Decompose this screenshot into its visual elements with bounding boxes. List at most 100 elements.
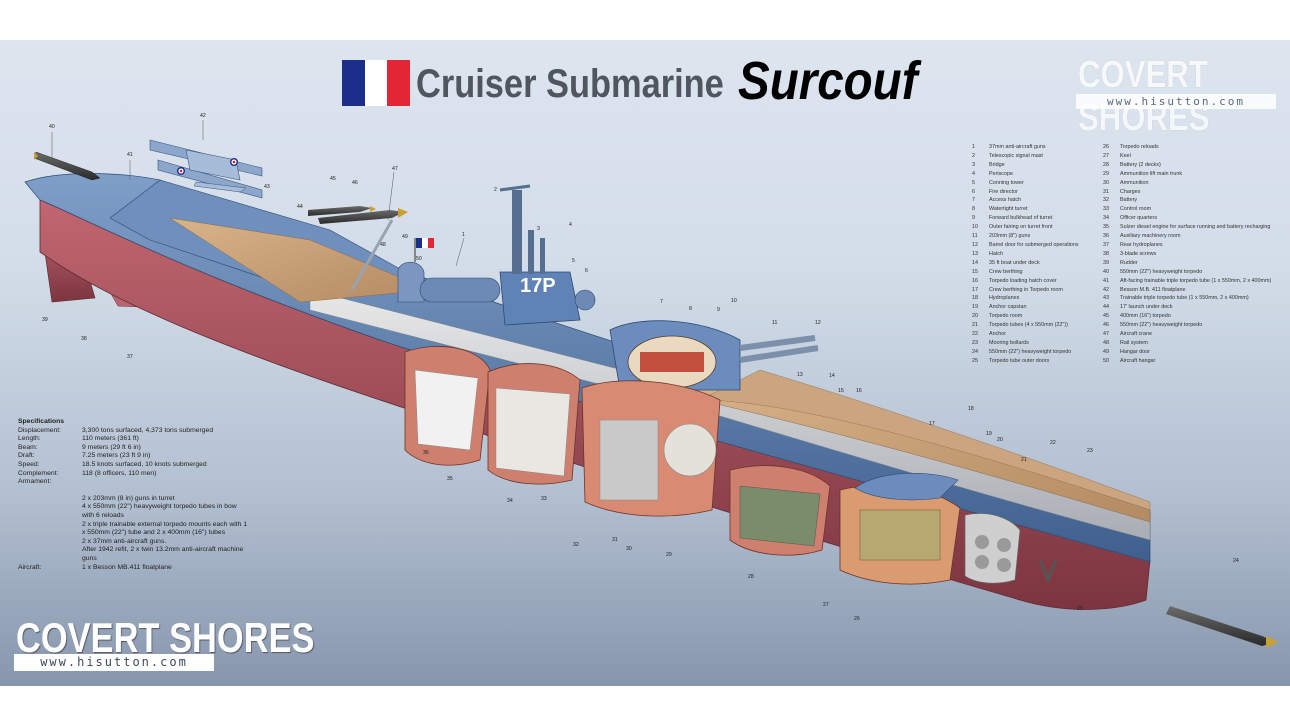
legend-text: 3-blade screws bbox=[1120, 250, 1157, 257]
legend-number: 34 bbox=[1103, 215, 1109, 222]
callout-label: 7 bbox=[660, 299, 663, 305]
callout-label: 42 bbox=[200, 113, 206, 119]
spec-row: Draft:7.25 meters (23 ft 9 in) bbox=[18, 452, 248, 461]
spec-row: Length:110 meters (361 ft) bbox=[18, 435, 248, 444]
callout-label: 48 bbox=[380, 242, 386, 248]
legend-text: 35 ft boat under deck bbox=[989, 259, 1040, 266]
callout-label: 14 bbox=[829, 373, 835, 379]
legend-number: 16 bbox=[972, 277, 978, 284]
flag-white-band bbox=[364, 60, 388, 106]
legend-number: 19 bbox=[972, 304, 978, 311]
spec-value bbox=[82, 478, 248, 487]
callout-label: 11 bbox=[772, 320, 777, 326]
aircraft-hangar bbox=[397, 261, 501, 303]
callout-label: 20 bbox=[997, 437, 1003, 443]
callout-layer: 40 41 42 43 44 45 46 47 48 49 50 1 2 3 4… bbox=[42, 113, 1239, 622]
spec-row: Armament: bbox=[18, 478, 248, 487]
torpedo-46 bbox=[318, 208, 408, 224]
spec-key: Armament: bbox=[18, 478, 52, 486]
legend-text: Hangar door bbox=[1120, 348, 1150, 355]
legend-number: 1 bbox=[972, 144, 975, 150]
callout-label: 49 bbox=[402, 234, 408, 240]
spec-key: Complement: bbox=[18, 469, 59, 477]
legend-text: Charges bbox=[1120, 188, 1141, 195]
legend-number: 29 bbox=[1103, 170, 1109, 177]
flag-blue-band bbox=[342, 60, 365, 106]
legend-item: 31 Charges bbox=[1103, 188, 1253, 197]
legend-number: 30 bbox=[1103, 179, 1109, 186]
callout-label: 4 bbox=[569, 222, 572, 228]
legend-number: 17 bbox=[972, 286, 978, 293]
callout-label: 44 bbox=[297, 204, 303, 210]
legend-number: 21 bbox=[972, 322, 978, 329]
specs-rows: Displacement:3,300 tons surfaced, 4,373 … bbox=[18, 427, 248, 487]
callout-label: 28 bbox=[748, 574, 754, 580]
spec-value: 9 meters (29 ft 6 in) bbox=[82, 443, 141, 451]
legend-number: 13 bbox=[972, 250, 978, 257]
aircraft-crane bbox=[350, 219, 394, 291]
callout-label: 17 bbox=[929, 421, 935, 427]
callout-label: 21 bbox=[1021, 457, 1027, 463]
specifications-panel: Specifications Displacement:3,300 tons s… bbox=[18, 418, 248, 572]
legend-number: 8 bbox=[972, 206, 975, 213]
legend-text: Aft-facing trainable triple torpedo tube… bbox=[1120, 277, 1272, 284]
spec-key: Beam: bbox=[18, 443, 38, 451]
legend-number: 31 bbox=[1103, 188, 1109, 195]
callout-label: 40 bbox=[49, 124, 55, 130]
spec-row: Beam: 9 meters (29 ft 6 in) bbox=[18, 444, 248, 453]
callout-label: 32 bbox=[573, 542, 579, 548]
deck-flag bbox=[414, 238, 434, 262]
legend-text: Battery (2 decks) bbox=[1120, 161, 1161, 168]
legend-text: Telescopic signal mast bbox=[989, 152, 1043, 159]
torpedo-24 bbox=[1166, 606, 1278, 648]
legend-text: Hatch bbox=[989, 250, 1004, 257]
callout-label: 5 bbox=[572, 258, 575, 264]
conning-tower: 17P bbox=[499, 184, 596, 326]
legend-text: 550mm (22") heavyweight torpedo bbox=[989, 348, 1072, 355]
spec-value: 18.5 knots surfaced, 10 knots submerged bbox=[82, 460, 207, 468]
spec-value: 7.25 meters (23 ft 9 in) bbox=[82, 452, 151, 460]
legend-text: 550mm (22") heavyweight torpedo bbox=[1120, 268, 1203, 275]
callout-label: 6 bbox=[585, 268, 588, 274]
legend-item: 40 550mm (22") heavyweight torpedo bbox=[1103, 268, 1253, 277]
callout-label: 25 bbox=[1077, 606, 1083, 612]
callout-label: 34 bbox=[507, 498, 513, 504]
legend-text: Bridge bbox=[989, 161, 1005, 168]
legend-text: Battery bbox=[1120, 197, 1138, 204]
legend-text: Rear hydroplanes bbox=[1120, 241, 1163, 248]
armament-item: 2 x 203mm (8 in) guns in turret bbox=[82, 494, 175, 502]
legend-number: 6 bbox=[972, 188, 975, 195]
legend-text: Aircraft crane bbox=[1120, 331, 1153, 338]
legend-number: 22 bbox=[972, 331, 978, 338]
title-main: Cruiser Submarine bbox=[416, 62, 724, 106]
callout-label: 26 bbox=[854, 616, 860, 622]
spec-row: Speed:18.5 knots surfaced, 10 knots subm… bbox=[18, 461, 248, 470]
legend-number: 45 bbox=[1103, 313, 1109, 320]
legend-number: 40 bbox=[1103, 268, 1109, 275]
spec-row: Complement:118 (8 officers, 110 men) bbox=[18, 470, 248, 479]
callout-label: 36 bbox=[423, 450, 429, 456]
callout-label: 30 bbox=[626, 546, 632, 552]
logo-bottom-url: www.hisutton.com bbox=[14, 654, 214, 671]
callout-label: 1 bbox=[462, 232, 465, 238]
callout-label: 8 bbox=[689, 306, 692, 312]
legend-number: 2 bbox=[972, 152, 975, 159]
